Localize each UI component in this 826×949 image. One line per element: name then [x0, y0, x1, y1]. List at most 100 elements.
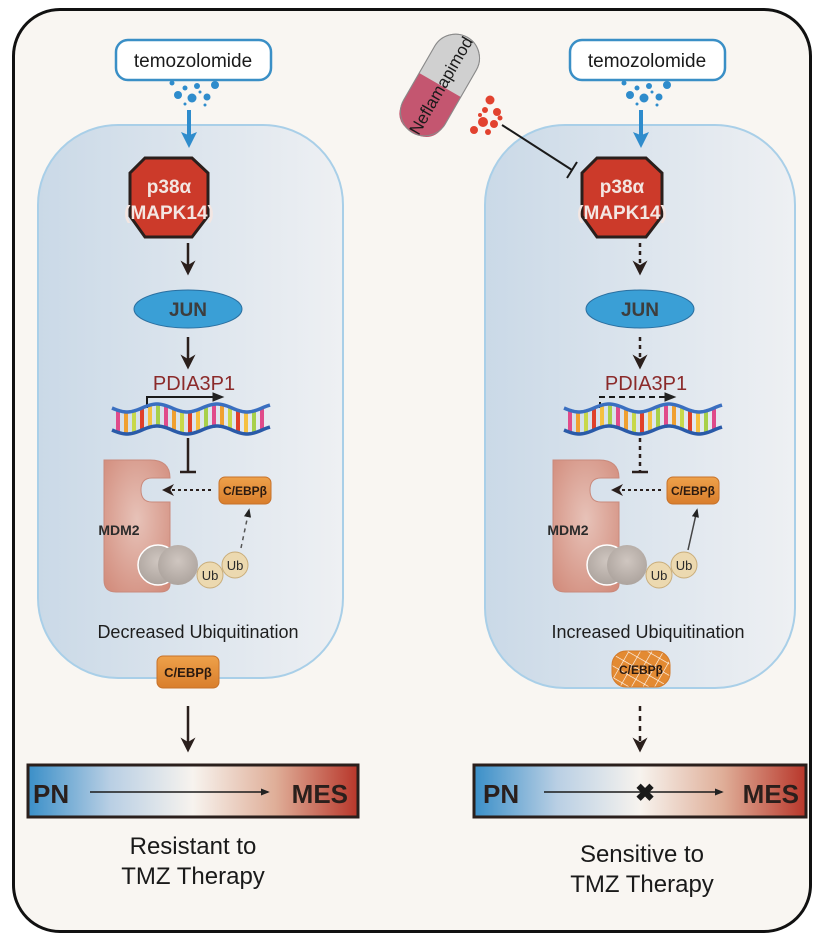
base-pair [568, 410, 572, 433]
cebpb-node: C/EBPβ [666, 476, 720, 505]
drug-box-temozolomide: temozolomide [568, 38, 727, 82]
drug-label: temozolomide [588, 51, 706, 72]
base-pair [204, 406, 208, 429]
ubiquitin-node: Ub [221, 551, 249, 579]
substrate-protein-icon [586, 544, 647, 586]
dna-helix-icon [563, 402, 723, 436]
svg-text:Ub: Ub [202, 568, 219, 583]
p38-kinase-node: p38α (MAPK14) [124, 156, 214, 239]
base-pair [212, 404, 216, 427]
base-pair [148, 405, 152, 428]
dashed-arrow [240, 508, 252, 549]
svg-text:C/EBPβ: C/EBPβ [671, 484, 715, 498]
drug-box-temozolomide: temozolomide [114, 38, 273, 82]
right-panel: Neflamapimod temozolomide p38α (MAPK14) [399, 34, 808, 819]
base-pair [132, 410, 136, 433]
base-pair [576, 411, 580, 434]
base-pair [648, 409, 652, 432]
base-pair [640, 411, 644, 434]
blocked-x-icon: ✖ [635, 780, 655, 807]
ubiquitin-node: Ub [645, 561, 673, 589]
dna-strand [563, 402, 723, 414]
base-pair [172, 408, 176, 431]
left-outcome: Resistant to TMZ Therapy [121, 833, 265, 890]
svg-text:(MAPK14): (MAPK14) [577, 203, 667, 224]
svg-text:Ub: Ub [651, 568, 668, 583]
base-pair [696, 411, 700, 434]
base-pair [712, 408, 716, 430]
base-pair [220, 404, 224, 427]
base-pair [140, 408, 144, 430]
svg-text:MES: MES [743, 779, 799, 809]
cebpb-output-node: C/EBPβ [156, 655, 220, 689]
gene-label: PDIA3P1 [605, 373, 687, 395]
base-pair [656, 406, 660, 429]
base-pair [228, 407, 232, 430]
ubiquitin-node: Ub [196, 561, 224, 589]
svg-text:JUN: JUN [621, 300, 659, 321]
ubiquitin-node: Ub [670, 551, 698, 579]
svg-text:JUN: JUN [169, 300, 207, 321]
svg-text:MDM2: MDM2 [547, 522, 588, 538]
base-pair [664, 404, 668, 427]
substrate-protein-icon [137, 544, 198, 586]
base-pair [260, 408, 264, 430]
drug-particles-icon [621, 80, 671, 107]
base-pair [116, 410, 120, 433]
base-pair [672, 404, 676, 427]
ubiquitination-arrow [687, 508, 699, 551]
base-pair [244, 411, 248, 434]
base-pair [252, 410, 256, 433]
inhibitor-particles-icon [470, 95, 503, 135]
svg-text:Ub: Ub [676, 558, 693, 573]
base-pair [156, 404, 160, 427]
right-outcome: Sensitive to TMZ Therapy [570, 841, 714, 898]
left-panel: temozolomide p38α (MAPK14) JUN PDIA3P1 [26, 38, 360, 819]
base-pair [688, 410, 692, 433]
pn-mes-transition-bar: PN MES [26, 763, 360, 819]
base-pair [180, 411, 184, 434]
base-pair [680, 407, 684, 430]
base-pair [236, 410, 240, 433]
base-pair [584, 410, 588, 433]
inhibition-line [501, 124, 573, 171]
svg-text:C/EBPβ: C/EBPβ [164, 665, 212, 680]
base-pair [592, 408, 596, 430]
base-pair [624, 408, 628, 431]
base-pair [704, 410, 708, 433]
svg-text:(MAPK14): (MAPK14) [124, 203, 214, 224]
svg-text:Ub: Ub [227, 558, 244, 573]
dna-strand [111, 402, 271, 414]
drug-label: temozolomide [134, 51, 252, 72]
ubiquitination-status: Decreased Ubiquitination [97, 622, 298, 642]
svg-text:PN: PN [483, 779, 519, 809]
base-pair [632, 411, 636, 434]
degraded-cebpb-node: C/EBPβ [611, 650, 671, 688]
svg-text:MDM2: MDM2 [98, 522, 139, 538]
p38-kinase-node: p38α (MAPK14) [577, 156, 667, 239]
svg-text:C/EBPβ: C/EBPβ [223, 484, 267, 498]
base-pair [188, 411, 192, 434]
base-pair [164, 405, 168, 428]
jun-node: JUN [133, 289, 243, 329]
base-pair [608, 404, 612, 427]
svg-text:p38α: p38α [600, 177, 645, 198]
ubiquitination-status: Increased Ubiquitination [551, 622, 744, 642]
svg-text:MES: MES [292, 779, 348, 809]
dna-strand [111, 424, 271, 436]
base-pair [600, 405, 604, 428]
svg-text:p38α: p38α [147, 177, 192, 198]
dna-strand [563, 424, 723, 436]
jun-node: JUN [585, 289, 695, 329]
svg-text:C/EBPβ: C/EBPβ [619, 663, 663, 677]
gene-label: PDIA3P1 [153, 373, 235, 395]
svg-text:PN: PN [33, 779, 69, 809]
pn-mes-transition-bar: PN MES ✖ [472, 763, 808, 819]
dna-helix-icon [111, 402, 271, 436]
base-pair [196, 409, 200, 432]
base-pair [616, 405, 620, 428]
cebpb-node: C/EBPβ [218, 476, 272, 505]
base-pair [124, 411, 128, 434]
drug-particles-icon [169, 80, 219, 107]
